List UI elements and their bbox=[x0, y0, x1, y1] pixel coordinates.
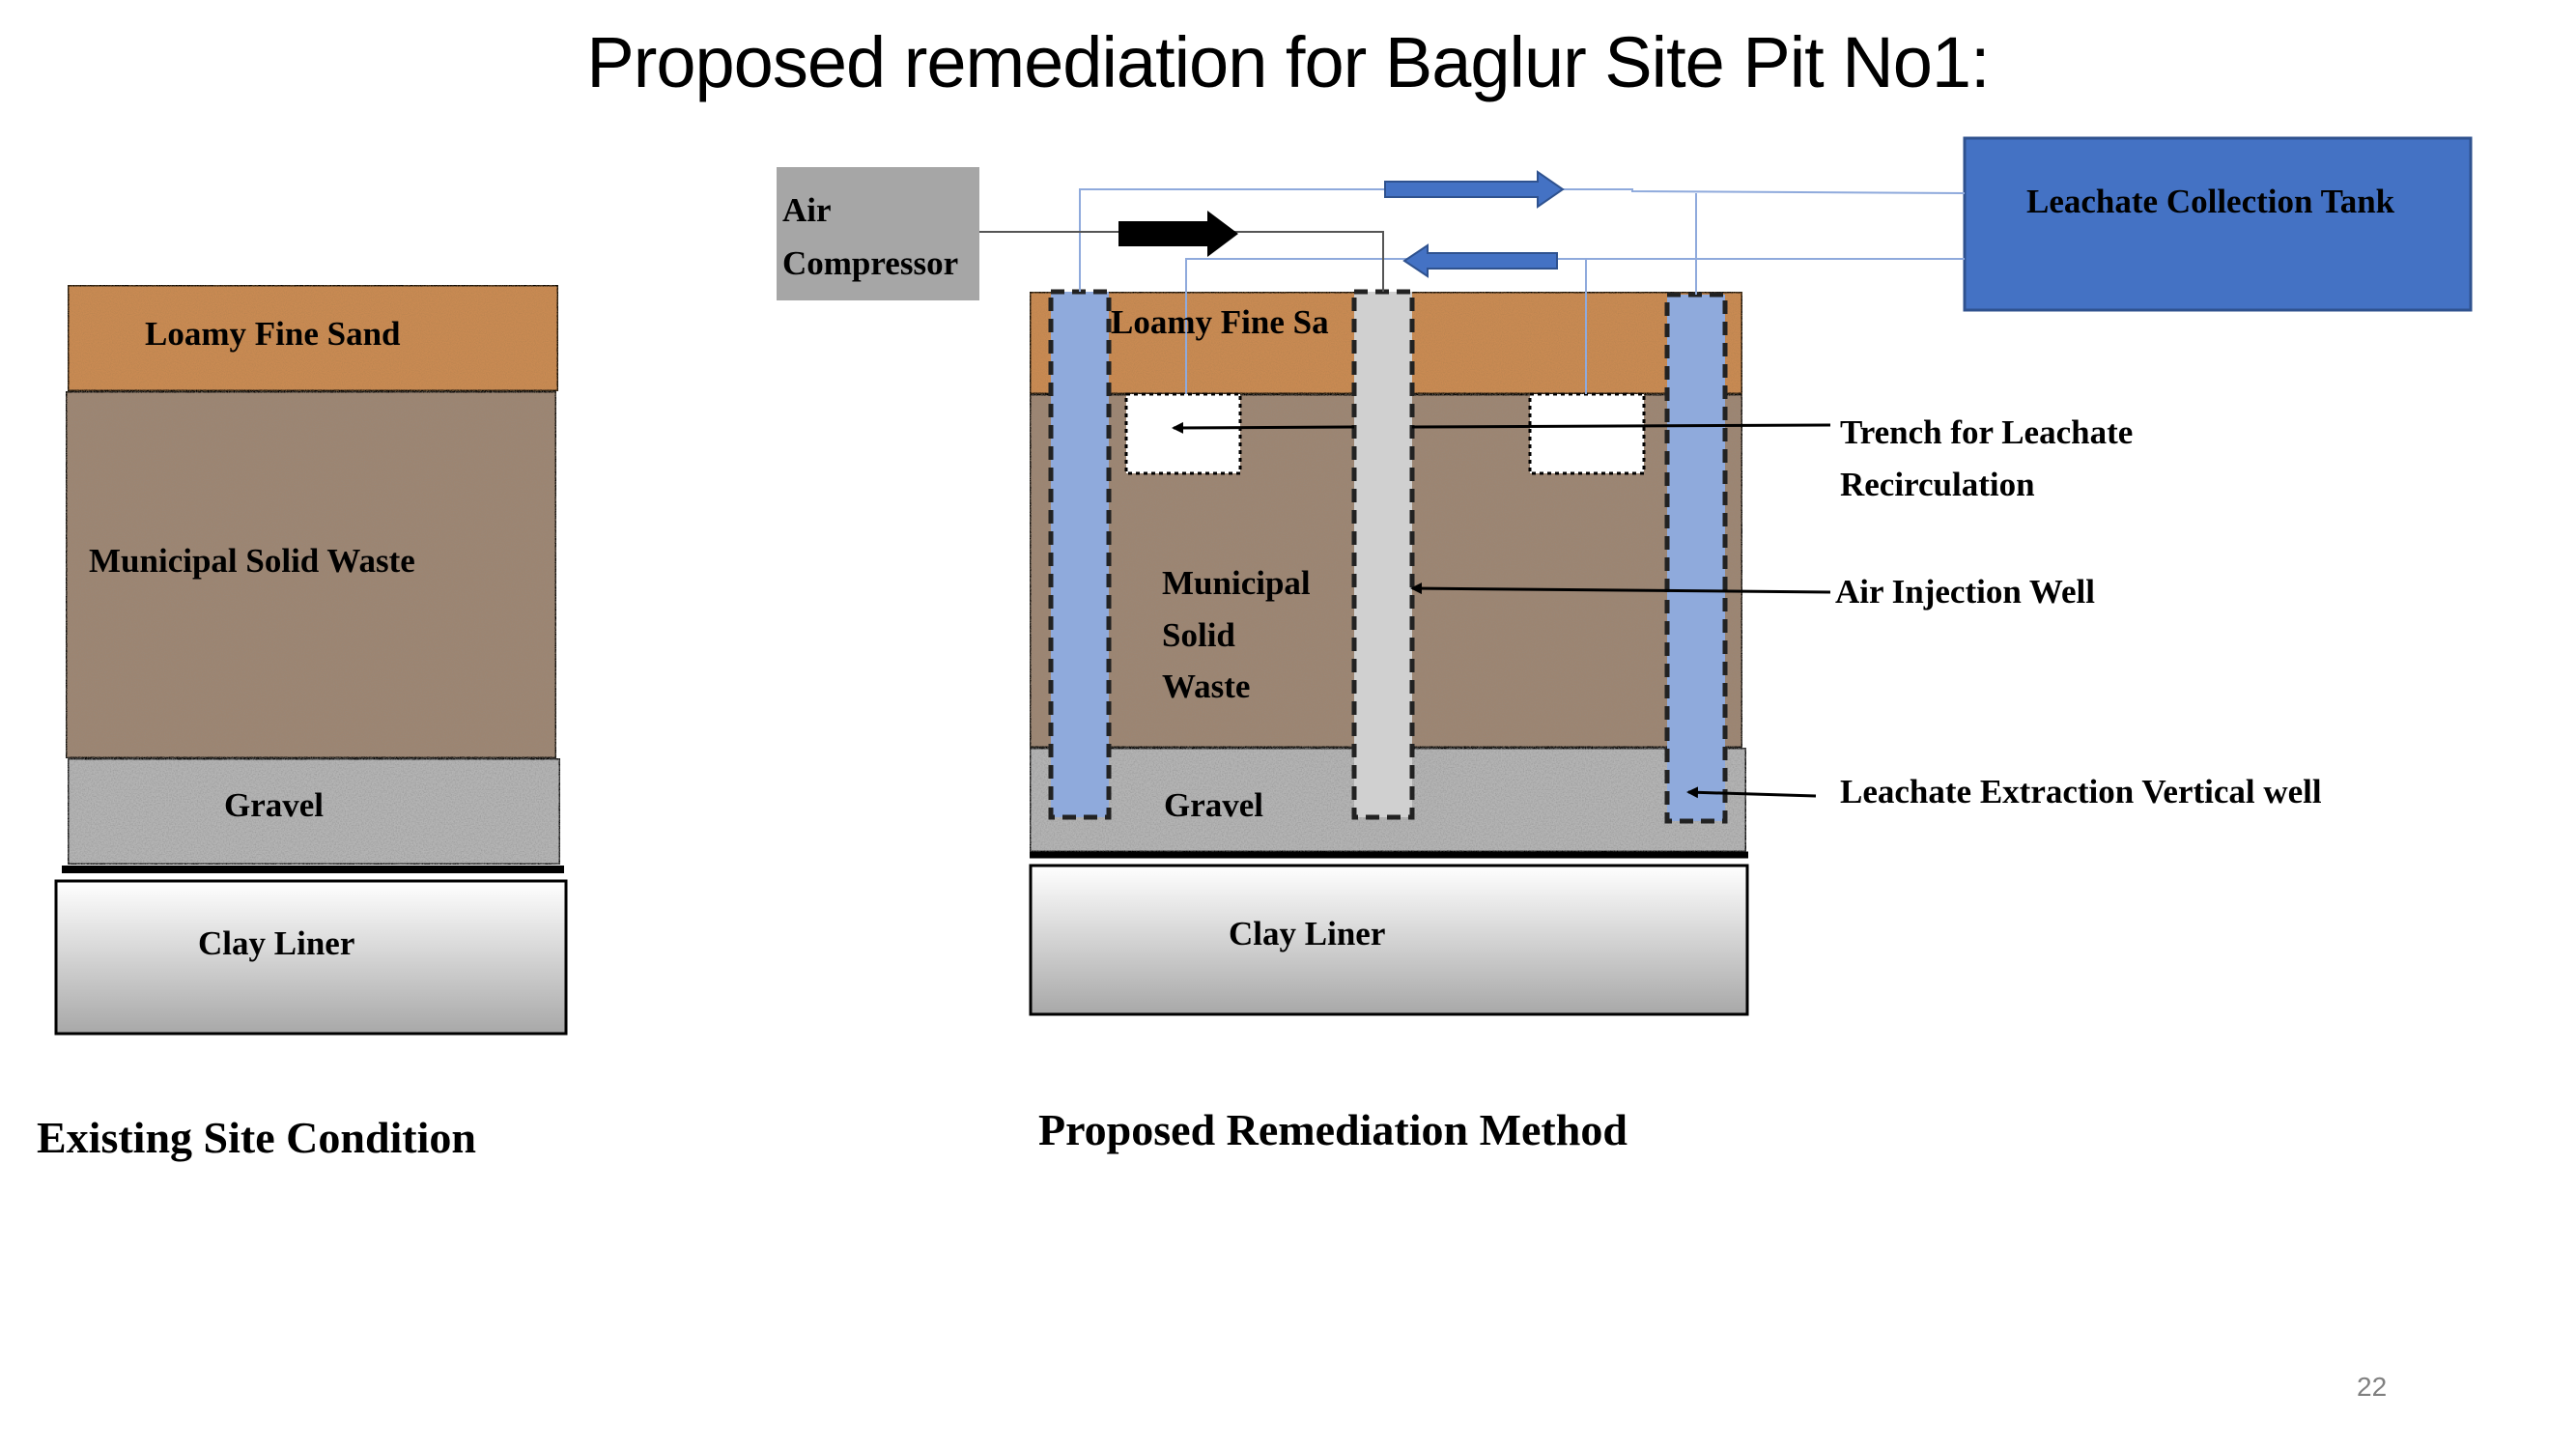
existing-gravel-layer bbox=[66, 756, 562, 867]
air-well-callout: Air Injection Well bbox=[1835, 573, 2095, 611]
proposed-msw-label-line1: Municipal bbox=[1162, 564, 1311, 602]
existing-caption: Existing Site Condition bbox=[37, 1113, 476, 1162]
proposed-clay-label: Clay Liner bbox=[1229, 915, 1385, 952]
proposed-msw-label-line2: Solid bbox=[1162, 616, 1235, 654]
air-injection-well bbox=[1351, 289, 1415, 820]
air-flow-arrow bbox=[1118, 211, 1238, 257]
existing-clay-label: Clay Liner bbox=[198, 924, 354, 962]
existing-clay-layer bbox=[54, 879, 568, 1036]
slide-title: Proposed remediation for Baglur Site Pit… bbox=[586, 22, 1990, 102]
trench-callout-line2: Recirculation bbox=[1840, 466, 2035, 503]
leachate-collection-tank bbox=[1963, 136, 2473, 312]
existing-msw-layer bbox=[64, 389, 558, 760]
existing-gravel-label: Gravel bbox=[224, 786, 324, 824]
air-compressor-label-line2: Compressor bbox=[782, 244, 958, 282]
existing-msw-label: Municipal Solid Waste bbox=[89, 542, 415, 580]
existing-profile: Loamy Fine Sand Municipal Solid Waste Gr… bbox=[37, 283, 568, 1162]
proposed-profile: Air Compressor Leachate Collection Tank … bbox=[777, 136, 2473, 1154]
pipe-network bbox=[979, 188, 1966, 394]
trench-callout-line1: Trench for Leachate bbox=[1840, 413, 2133, 451]
proposed-gravel-label: Gravel bbox=[1164, 786, 1263, 824]
leachate-extraction-well-left bbox=[1048, 289, 1112, 820]
leachate-tank-label: Leachate Collection Tank bbox=[2026, 183, 2395, 220]
extraction-well-callout: Leachate Extraction Vertical well bbox=[1840, 773, 2322, 810]
air-compressor-label-line1: Air bbox=[782, 191, 832, 229]
proposed-clay-layer bbox=[1029, 864, 1749, 1016]
existing-loamy-layer bbox=[66, 283, 560, 393]
air-compressor-box bbox=[777, 167, 979, 300]
leachate-flow-arrow-to-tank bbox=[1384, 170, 1565, 209]
proposed-loamy-label: Loamy Fine Sa bbox=[1111, 303, 1329, 341]
recirculation-trench-left bbox=[1124, 392, 1242, 475]
existing-loamy-label: Loamy Fine Sand bbox=[145, 315, 401, 353]
proposed-msw-label-line3: Waste bbox=[1162, 668, 1250, 705]
page-number: 22 bbox=[2357, 1372, 2388, 1402]
proposed-caption: Proposed Remediation Method bbox=[1038, 1105, 1628, 1154]
leachate-extraction-well-right bbox=[1664, 292, 1728, 824]
callout-lines bbox=[1172, 421, 1831, 799]
leachate-flow-arrow-from-tank bbox=[1402, 243, 1558, 278]
recirculation-trench-right bbox=[1528, 392, 1646, 475]
